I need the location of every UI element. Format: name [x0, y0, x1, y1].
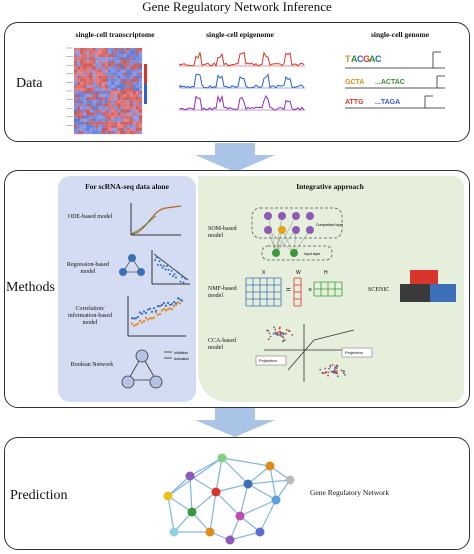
nmf-model-label: NMF-based model — [208, 286, 237, 299]
grn-label: Gene Regulatory Network — [310, 488, 390, 497]
scenic-diagram — [400, 270, 456, 302]
cca-projection-label-1: Projection — [259, 358, 277, 363]
transcriptome-label: single-cell transcriptome — [75, 30, 155, 39]
nmf-equals: = — [286, 285, 291, 294]
correlation-model-label: Correlation/ information-based model — [68, 306, 112, 326]
page-title: Gene Regulatory Network Inference — [142, 0, 332, 14]
nmf-times: × — [308, 287, 312, 294]
boolean-network-label: Boolean Network — [70, 362, 114, 368]
boolean-network-diagram: Inhibition Activation — [121, 349, 189, 389]
cca-diagram: Projection Projection — [255, 324, 373, 382]
boolean-legend-activation: Activation — [174, 357, 189, 361]
methods-section-label: Methods — [6, 280, 55, 295]
epigenome-tracks — [179, 51, 305, 111]
regression-nodes — [119, 254, 145, 276]
nmf-matrices: X W H = × — [245, 270, 343, 307]
svg-text:G: G — [363, 54, 370, 64]
nmf-h-label: H — [324, 270, 328, 276]
som-competitive-layer-label: Competitive layer — [316, 223, 344, 227]
som-input-layer-label: Input layer — [304, 252, 321, 256]
prediction-panel — [4, 437, 470, 550]
motif-row-2: GCTA ...ACTAC — [345, 75, 445, 89]
regression-scatter — [151, 250, 190, 285]
svg-text:GCTA: GCTA — [345, 79, 364, 86]
correlation-scatter — [127, 296, 186, 337]
integrative-panel-title: Integrative approach — [296, 182, 364, 191]
epigenome-label: single-cell epigenome — [206, 30, 274, 39]
boolean-legend-inhibition: Inhibition — [174, 351, 188, 355]
data-section-label: Data — [16, 76, 43, 91]
nmf-x-label: X — [262, 270, 266, 276]
svg-text:T: T — [345, 54, 351, 64]
nmf-w-label: W — [296, 270, 301, 276]
motif-row-1: T A C G A C — [345, 51, 445, 69]
down-arrow-2 — [195, 408, 275, 437]
prediction-section-label: Prediction — [10, 488, 68, 503]
svg-text:C: C — [375, 54, 382, 64]
som-diagram: Competitive layer Input layer — [251, 207, 344, 261]
genome-motifs: T A C G A C GCTA ...ACTAC ATTG ...TAGA — [345, 51, 445, 109]
regression-model-label: Regression-based model — [66, 262, 110, 275]
gene-regulatory-network — [163, 453, 295, 545]
svg-text:A: A — [369, 54, 376, 64]
ode-plot — [130, 203, 182, 236]
ode-model-label: ODE-based model — [67, 214, 113, 220]
svg-text:C: C — [357, 54, 364, 64]
cca-projection-label-2: Projection — [345, 350, 363, 355]
svg-text:...TAGA: ...TAGA — [375, 99, 400, 106]
som-model-label: SOM-based model — [208, 226, 237, 239]
genome-label: single-cell genome — [370, 30, 430, 39]
transcriptome-heatmap — [66, 47, 147, 135]
cca-model-label: CCA-based model — [208, 338, 236, 351]
svg-text:...ACTAC: ...ACTAC — [375, 79, 405, 86]
down-arrow-1 — [195, 143, 275, 172]
scenic-label: SCENIC — [368, 287, 390, 293]
svg-text:ATTG: ATTG — [345, 99, 364, 106]
scrna-panel-title: For scRNA-seq data alone — [85, 182, 169, 191]
svg-text:A: A — [351, 54, 358, 64]
motif-row-3: ATTG ...TAGA — [345, 95, 445, 109]
scrna-panel — [58, 176, 196, 402]
